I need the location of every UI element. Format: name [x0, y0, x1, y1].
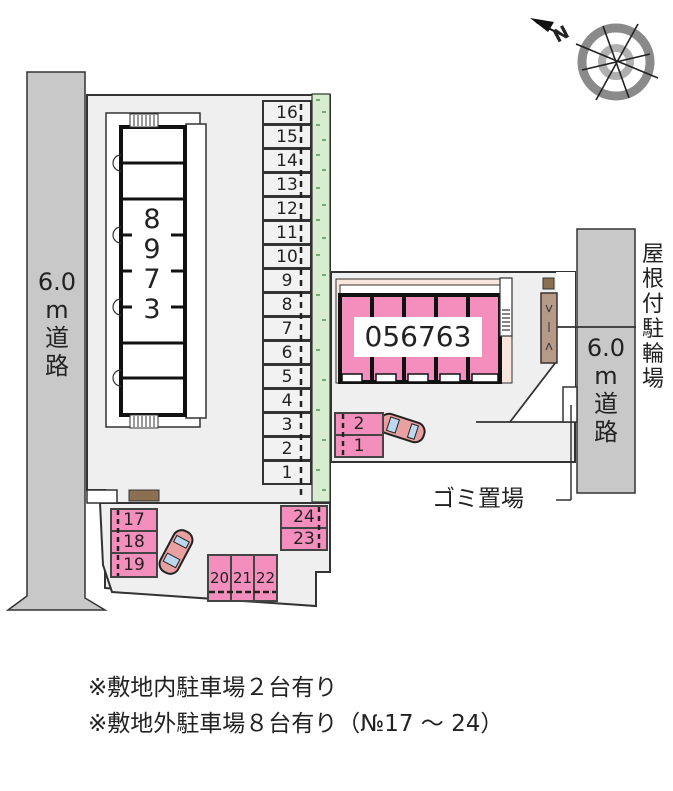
driveway — [510, 272, 575, 422]
left-road — [5, 71, 108, 611]
note-onsite-parking: ※敷地内駐車場２台有り — [88, 675, 338, 701]
parking-slot-offsite[interactable]: 22 — [253, 554, 278, 602]
parking-slot[interactable]: 14 — [262, 148, 312, 173]
parking-slot-offsite[interactable]: 18 — [110, 530, 158, 554]
parking-slot[interactable]: 9 — [262, 268, 312, 293]
note-offsite-parking: ※敷地外駐車場８台有り（№17 ～ 24） — [88, 711, 504, 737]
road-unit: m — [594, 362, 618, 390]
parking-slot-onsite[interactable]: 1 — [334, 434, 384, 458]
stairs-icon — [129, 113, 159, 429]
green-strip — [311, 93, 331, 503]
parking-slot[interactable]: 3 — [262, 412, 312, 437]
parking-slot[interactable]: 2 — [262, 436, 312, 461]
east-building-number: 056763 — [354, 317, 482, 357]
parking-slot-onsite[interactable]: 2 — [334, 412, 384, 436]
road-unit: m — [45, 296, 69, 324]
parking-slot-offsite[interactable]: 24 — [280, 505, 328, 529]
right-road — [576, 228, 636, 494]
parking-slot[interactable]: 13 — [262, 172, 312, 197]
road-width: 6.0 — [37, 268, 77, 296]
parking-column: 16 15 14 13 12 11 10 9 8 7 6 5 4 3 2 1 — [262, 100, 312, 485]
parking-slot[interactable]: 7 — [262, 316, 312, 341]
car-icon — [158, 529, 194, 575]
car-icon — [378, 412, 426, 444]
garbage-area-label: ゴミ置場 — [432, 486, 524, 512]
parking-slot[interactable]: 1 — [262, 460, 312, 485]
parking-slot-offsite[interactable]: 20 — [207, 554, 232, 602]
parking-slot-offsite[interactable]: 23 — [280, 527, 328, 551]
parking-slot[interactable]: 11 — [262, 220, 312, 245]
parking-slot[interactable]: 5 — [262, 364, 312, 389]
parking-slot[interactable]: 10 — [262, 244, 312, 269]
west-building-number: 8 9 7 3 — [143, 204, 161, 325]
parking-slot[interactable]: 16 — [262, 100, 312, 125]
right-road-label: 6.0 m 道 路 — [586, 334, 626, 446]
gate-box — [86, 489, 118, 504]
parking-slot[interactable]: 15 — [262, 124, 312, 149]
parking-slot-offsite[interactable]: 19 — [110, 552, 158, 578]
road-width: 6.0 — [586, 334, 626, 362]
compass-rose-icon — [530, 18, 659, 101]
parking-slot-offsite[interactable]: 17 — [110, 508, 158, 532]
bike-parking-label: 屋 根 付 駐 輪 場 — [641, 242, 664, 392]
parking-slot[interactable]: 4 — [262, 388, 312, 413]
parking-slot[interactable]: 6 — [262, 340, 312, 365]
parking-slot-offsite[interactable]: 21 — [230, 554, 255, 602]
parking-slot[interactable]: 12 — [262, 196, 312, 221]
left-road-label: 6.0 m 道 路 — [37, 268, 77, 380]
parking-slot[interactable]: 8 — [262, 292, 312, 317]
